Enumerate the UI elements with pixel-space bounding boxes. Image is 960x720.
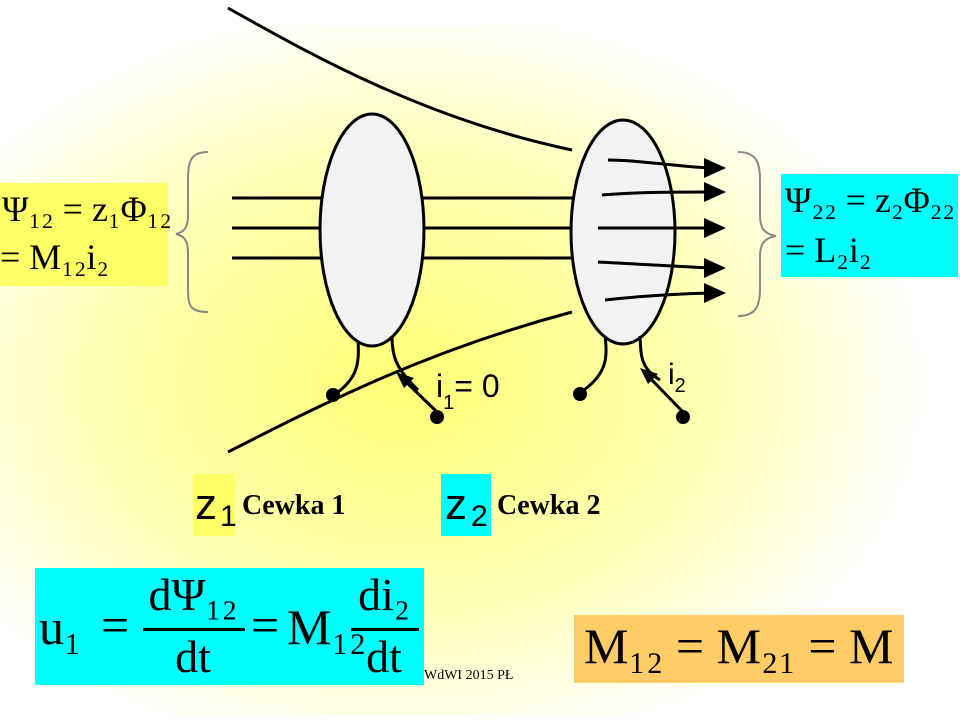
coil2-label: Cewka 2 bbox=[497, 490, 601, 521]
u1-den2: dt bbox=[366, 631, 402, 682]
mutual-inductance-equation-box: M₁₂ = M₂₁ = M bbox=[574, 615, 904, 683]
u1-den1: dt bbox=[175, 631, 211, 682]
flux-arrows-coil2 bbox=[597, 158, 711, 302]
u1-eq1: = bbox=[101, 597, 130, 653]
u1-eq2: = bbox=[251, 597, 280, 653]
arrowheads bbox=[704, 158, 726, 303]
u1-num1: dΨ₁₂ bbox=[148, 569, 238, 620]
coil-2 bbox=[569, 118, 677, 401]
coil1-turns-symbol: z 1 bbox=[193, 474, 237, 536]
current-label-i2: i2 bbox=[668, 358, 686, 397]
outer-field-line-bottom bbox=[227, 310, 573, 454]
psi22-self: = L₂i₂ bbox=[785, 230, 872, 270]
footer-text: WdWI 2015 PŁ bbox=[424, 668, 514, 683]
coil1-label: Cewka 1 bbox=[242, 490, 346, 521]
coil2-terminal-left bbox=[573, 387, 587, 401]
current-arrow-i1 bbox=[396, 372, 444, 424]
flux-linkage-psi12-box: Ψ₁₂ = z₁Φ₁₂ = M₁₂i₂ bbox=[0, 183, 172, 286]
u1-coef: M₁₂ bbox=[287, 599, 367, 655]
current-arrow-i2 bbox=[640, 368, 690, 424]
right-brace bbox=[737, 151, 777, 317]
u1-num2: di₂ bbox=[358, 569, 410, 620]
psi12-mutual: = M₁₂i₂ bbox=[0, 237, 109, 277]
mutual-inductance-equation: M₁₂ = M₂₁ = M bbox=[584, 618, 894, 674]
outer-field-line-top bbox=[227, 6, 573, 152]
left-brace bbox=[175, 151, 209, 313]
u1-lhs: u₁ bbox=[39, 599, 82, 655]
induced-voltage-equation-box: u₁ = dΨ₁₂ dt = M₁₂ di₂ dt bbox=[35, 568, 424, 685]
coil1-terminal-left bbox=[326, 388, 340, 402]
coil-1 bbox=[318, 112, 426, 402]
psi22-definition: Ψ₂₂ = z₂Φ₂₂ bbox=[785, 180, 955, 220]
fraction-bar-1 bbox=[143, 628, 245, 631]
flux-linkage-psi22-box: Ψ₂₂ = z₂Φ₂₂ = L₂i₂ bbox=[781, 174, 958, 277]
fraction-bar-2 bbox=[351, 628, 419, 631]
psi12-definition: Ψ₁₂ = z₁Φ₁₂ bbox=[2, 189, 172, 229]
current-label-i1: i1= 0 bbox=[436, 368, 500, 414]
coil2-turns-symbol: z 2 bbox=[441, 474, 491, 536]
